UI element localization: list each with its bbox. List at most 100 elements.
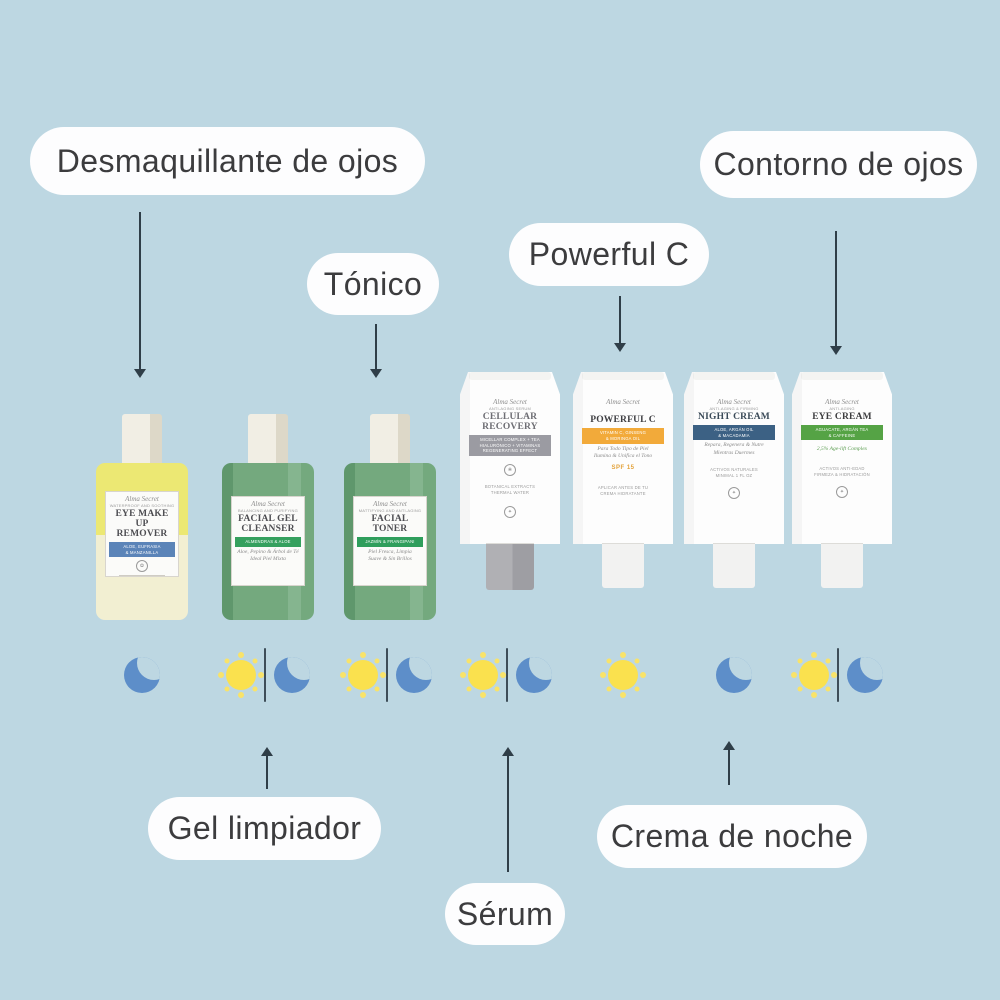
arrow-powerful-c-icon <box>614 296 626 352</box>
arrow-desmaquillante-icon <box>134 212 146 378</box>
arrow-head <box>830 346 842 355</box>
detail-line: Repara, Regenera & Nutre <box>704 442 764 449</box>
product-name: FACIAL TONER <box>371 513 409 534</box>
arrow-contorno-icon <box>830 231 842 355</box>
moon-icon <box>847 657 884 693</box>
banner-line: VITAMIN C, GINSENG <box>599 430 647 436</box>
product-subtitle: ANTI-AGING SERUM <box>488 406 532 412</box>
ingredient-banner: ALOE, EUFRASIA & MANZANILLA <box>109 541 175 558</box>
detail-line: Aloe, Pepino & Árbol de Té <box>237 548 299 555</box>
arrow-tonico-icon <box>370 324 382 378</box>
cert-logo-icon: ✦ <box>728 486 740 499</box>
banner-line: AGUACATE, ARGÁN TEA <box>815 426 869 432</box>
arrow-shaft <box>266 756 268 789</box>
banner-line: ALOE, EUFRASIA <box>123 543 161 549</box>
callout-tonico: Tónico <box>307 253 439 315</box>
tube-label: Alma Secret ANTI-AGING SERUM CELLULAR RE… <box>466 398 554 518</box>
callout-serum-label: Sérum <box>456 895 554 932</box>
sun-icon <box>798 660 829 690</box>
bottle-cap <box>248 414 288 464</box>
tube-cap-gray <box>486 544 534 590</box>
bottle-body: Alma Secret MATTIFYING AND ANTI-AGING FA… <box>344 463 436 620</box>
callout-tonico-label: Tónico <box>323 265 423 302</box>
brand-name: Alma Secret <box>251 500 285 508</box>
arrow-shaft <box>619 296 621 343</box>
usage-icons-eye-cream <box>776 640 906 710</box>
moon-icon <box>124 657 160 693</box>
usage-icons-night-cream <box>669 640 799 710</box>
bottle-body: Alma Secret WATERPROOF AND SOOTHING EYE … <box>96 463 188 620</box>
tube-body: Alma Secret ANTI-AGING SERUM CELLULAR RE… <box>460 372 560 544</box>
tube-label: Alma Secret POWERFUL C VITAMIN C, GINSEN… <box>579 398 667 497</box>
arrow-head <box>261 747 273 756</box>
banner-line: & MACADAMIA <box>718 432 750 438</box>
bottle-cap <box>370 414 410 464</box>
spf-label: SPF 15 <box>611 464 635 471</box>
product-night-cream: Alma Secret ANTI-AGING & FIRMING NIGHT C… <box>684 372 784 617</box>
badge-icon: ❀ <box>504 463 516 476</box>
callout-gel-limpiador: Gel limpiador <box>148 797 381 860</box>
arrow-shaft <box>139 212 141 369</box>
product-subtitle: BALANCING AND PURIFYING <box>238 508 298 514</box>
tube-label: Alma Secret ANTI-AGING EYE CREAM AGUACAT… <box>798 398 886 499</box>
banner-line: JAZMÍN & FRANGIPANI <box>365 538 415 544</box>
tube-crimp <box>469 372 551 380</box>
brand-name: Alma Secret <box>606 398 640 406</box>
moon-icon <box>396 657 433 693</box>
footnote-line: ACTIVOS NATURALES <box>710 467 758 473</box>
ingredient-banner: ALMENDRAS & ALOE <box>235 536 301 547</box>
callout-gel-limpiador-label: Gel limpiador <box>167 810 362 846</box>
day-night-divider <box>385 648 389 702</box>
micro-text-bar <box>119 575 165 576</box>
brand-name: Alma Secret <box>825 398 859 406</box>
moon-icon <box>516 657 553 693</box>
tube-crimp <box>801 372 883 380</box>
product-subtitle: MATTIFYING AND ANTI-AGING <box>358 508 422 514</box>
arrow-shaft <box>375 324 377 369</box>
bottle-body: Alma Secret BALANCING AND PURIFYING FACI… <box>222 463 314 620</box>
detail-line: Piel Fresca, Limpia <box>368 548 412 555</box>
callout-powerful-c: Powerful C <box>509 223 709 286</box>
bottle-label: Alma Secret WATERPROOF AND SOOTHING EYE … <box>105 491 179 577</box>
sun-icon <box>347 660 378 690</box>
callout-contorno: Contorno de ojos <box>700 131 977 198</box>
usage-icons-facial-gel-cleanser <box>203 640 333 710</box>
detail-line: Suave & Sin Brillos <box>368 556 412 563</box>
cert-logo-icon: ✿ <box>136 560 148 573</box>
footnote-line: MINIMAL 1 FL OZ <box>715 473 753 479</box>
product-name: FACIAL GEL CLEANSER <box>238 513 298 534</box>
banner-line: ALOE, ARGÁN OIL <box>714 426 754 432</box>
arrow-gel-limpiador-icon <box>261 747 273 789</box>
product-facial-gel-cleanser: Alma Secret BALANCING AND PURIFYING FACI… <box>222 414 314 620</box>
usage-icons-cellular-recovery <box>445 640 575 710</box>
detail-line: Ilumina & Unifica el Tono <box>593 453 653 460</box>
tube-body: Alma Secret ANTI-AGING & FIRMING NIGHT C… <box>684 372 784 544</box>
tube-nozzle <box>602 544 644 588</box>
usage-icons-facial-toner <box>325 640 455 710</box>
callout-desmaquillante-label: Desmaquillante de ojos <box>56 142 399 179</box>
bottle-cap <box>122 414 162 464</box>
tube-nozzle <box>821 544 863 588</box>
detail-line: Mientras Duermes <box>713 449 755 456</box>
brand-name: Alma Secret <box>717 398 751 406</box>
arrow-head <box>723 741 735 750</box>
ingredient-banner: VITAMIN C, GINSENG & MORINGA OIL <box>582 428 664 444</box>
cert-logo-icon: ✦ <box>836 486 848 499</box>
arrow-shaft <box>728 750 730 785</box>
product-name: EYE CREAM <box>812 411 872 422</box>
product-facial-toner: Alma Secret MATTIFYING AND ANTI-AGING FA… <box>344 414 436 620</box>
arrow-shaft <box>507 756 509 872</box>
callout-desmaquillante: Desmaquillante de ojos <box>30 127 425 195</box>
banner-line: REGENERATING EFFECT <box>482 448 538 454</box>
arrow-crema-noche-icon <box>723 741 735 785</box>
callout-serum: Sérum <box>445 883 565 945</box>
product-subtitle: ANTI-AGING & FIRMING <box>709 406 759 412</box>
arrow-head <box>502 747 514 756</box>
brand-name: Alma Secret <box>125 495 159 503</box>
footnote-line: ACTIVOS ANTI-EDAD <box>819 465 865 471</box>
arrow-head <box>134 369 146 378</box>
callout-crema-noche-label: Crema de noche <box>610 818 854 854</box>
ingredient-banner: AGUACATE, ARGÁN TEA & CAFFEINE <box>801 424 883 441</box>
product-name: POWERFUL C <box>590 415 656 426</box>
